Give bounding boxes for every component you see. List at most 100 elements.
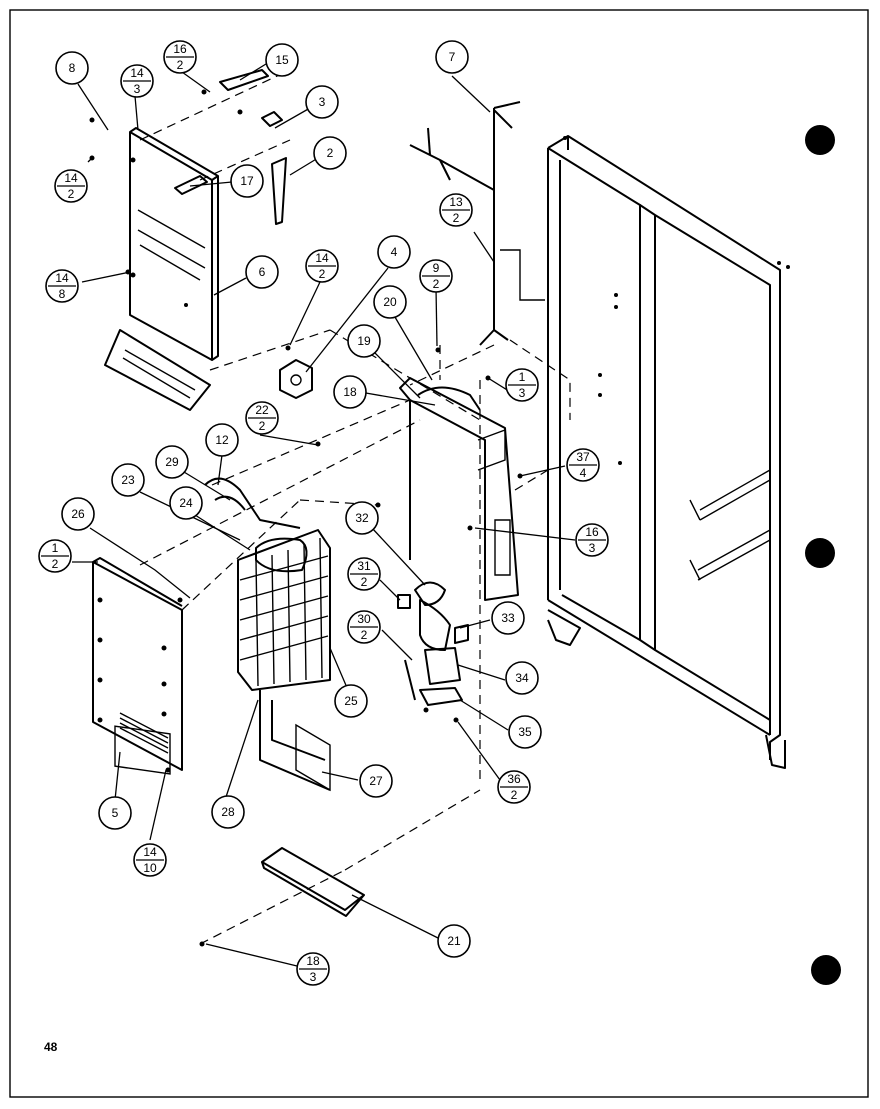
- callout-21: 21: [437, 924, 471, 958]
- svg-text:6: 6: [259, 265, 266, 279]
- callout-14-2a: 142: [54, 169, 88, 203]
- svg-text:3: 3: [319, 95, 326, 109]
- svg-text:18: 18: [343, 385, 357, 399]
- callout-4: 4: [377, 235, 411, 269]
- svg-text:20: 20: [383, 295, 397, 309]
- svg-text:36: 36: [507, 772, 521, 786]
- svg-text:14: 14: [315, 251, 329, 265]
- svg-text:2: 2: [319, 267, 326, 281]
- callout-24: 24: [169, 486, 203, 520]
- svg-text:13: 13: [449, 195, 463, 209]
- binder-hole-bottom: [811, 955, 841, 985]
- back-panel: [104, 127, 219, 411]
- svg-text:4: 4: [391, 245, 398, 259]
- svg-text:2: 2: [453, 211, 460, 225]
- callout-6: 6: [245, 255, 279, 289]
- fan-motor-assembly: [397, 581, 469, 706]
- svg-text:2: 2: [361, 575, 368, 589]
- leader-lines: [72, 63, 576, 967]
- callout-19: 19: [347, 324, 381, 358]
- callout-1-3: 13: [505, 368, 539, 402]
- callout-1-2: 12: [38, 539, 72, 573]
- binder-hole-top: [805, 125, 835, 155]
- svg-text:24: 24: [179, 496, 193, 510]
- callout-14-8: 148: [45, 269, 79, 303]
- callout-23: 23: [111, 463, 145, 497]
- callout-14-3: 143: [120, 64, 154, 98]
- svg-text:37: 37: [576, 450, 590, 464]
- callout-33: 33: [491, 601, 525, 635]
- callout-2: 2: [313, 136, 347, 170]
- evaporator-cover: [92, 557, 183, 775]
- svg-text:3: 3: [134, 82, 141, 96]
- page-border: [9, 9, 869, 1098]
- callout-25: 25: [334, 684, 368, 718]
- callout-36-2: 362: [497, 770, 531, 804]
- callout-7: 7: [435, 40, 469, 74]
- callout-18: 18: [333, 375, 367, 409]
- svg-text:35: 35: [518, 725, 532, 739]
- svg-text:3: 3: [589, 541, 596, 555]
- svg-text:3: 3: [310, 970, 317, 984]
- svg-text:2: 2: [433, 277, 440, 291]
- callout-5: 5: [98, 796, 132, 830]
- svg-text:2: 2: [177, 58, 184, 72]
- callout-16-3: 163: [575, 523, 609, 557]
- svg-text:21: 21: [447, 934, 461, 948]
- callout-balloons: 8 143 162 15 3 2 17 142 6 148 7 132 142 …: [38, 40, 609, 986]
- svg-text:8: 8: [69, 61, 76, 75]
- svg-text:1: 1: [519, 370, 526, 384]
- svg-text:19: 19: [357, 334, 371, 348]
- svg-text:16: 16: [173, 42, 187, 56]
- binder-hole-middle: [805, 538, 835, 568]
- callout-26: 26: [61, 497, 95, 531]
- fan-bracket: [399, 377, 519, 601]
- callout-18-3: 183: [296, 952, 330, 986]
- top-bracket: [174, 69, 287, 225]
- thermostat: [279, 359, 313, 399]
- svg-text:9: 9: [433, 261, 440, 275]
- svg-text:3: 3: [519, 386, 526, 400]
- callout-31-2: 312: [347, 557, 381, 591]
- wiring-harness: [409, 101, 545, 346]
- svg-text:7: 7: [449, 50, 456, 64]
- svg-text:12: 12: [215, 433, 229, 447]
- svg-text:29: 29: [165, 455, 179, 469]
- svg-text:14: 14: [130, 66, 144, 80]
- svg-text:2: 2: [361, 628, 368, 642]
- callout-32: 32: [345, 501, 379, 535]
- evaporator-coil: [204, 477, 331, 792]
- callout-27: 27: [359, 764, 393, 798]
- callout-9-2: 92: [419, 259, 453, 293]
- callout-30-2: 302: [347, 610, 381, 644]
- callout-28: 28: [211, 795, 245, 829]
- svg-text:5: 5: [112, 806, 119, 820]
- svg-text:32: 32: [355, 511, 369, 525]
- callout-20: 20: [373, 285, 407, 319]
- svg-text:23: 23: [121, 473, 135, 487]
- svg-text:8: 8: [59, 287, 66, 301]
- svg-text:28: 28: [221, 805, 235, 819]
- svg-text:2: 2: [68, 187, 75, 201]
- callout-15: 15: [265, 43, 299, 77]
- svg-text:16: 16: [585, 525, 599, 539]
- svg-text:2: 2: [327, 146, 334, 160]
- svg-text:30: 30: [357, 612, 371, 626]
- svg-text:25: 25: [344, 694, 358, 708]
- svg-text:34: 34: [515, 671, 529, 685]
- callout-13-2: 132: [439, 193, 473, 227]
- svg-text:2: 2: [511, 788, 518, 802]
- svg-text:10: 10: [143, 861, 157, 875]
- svg-text:1: 1: [52, 541, 59, 555]
- svg-text:26: 26: [71, 507, 85, 521]
- callout-16-2: 162: [163, 40, 197, 74]
- page-number: 48: [44, 1040, 58, 1054]
- svg-text:14: 14: [143, 845, 157, 859]
- svg-text:14: 14: [64, 171, 78, 185]
- svg-text:22: 22: [255, 403, 269, 417]
- callout-34: 34: [505, 661, 539, 695]
- svg-text:2: 2: [52, 557, 59, 571]
- svg-text:33: 33: [501, 611, 515, 625]
